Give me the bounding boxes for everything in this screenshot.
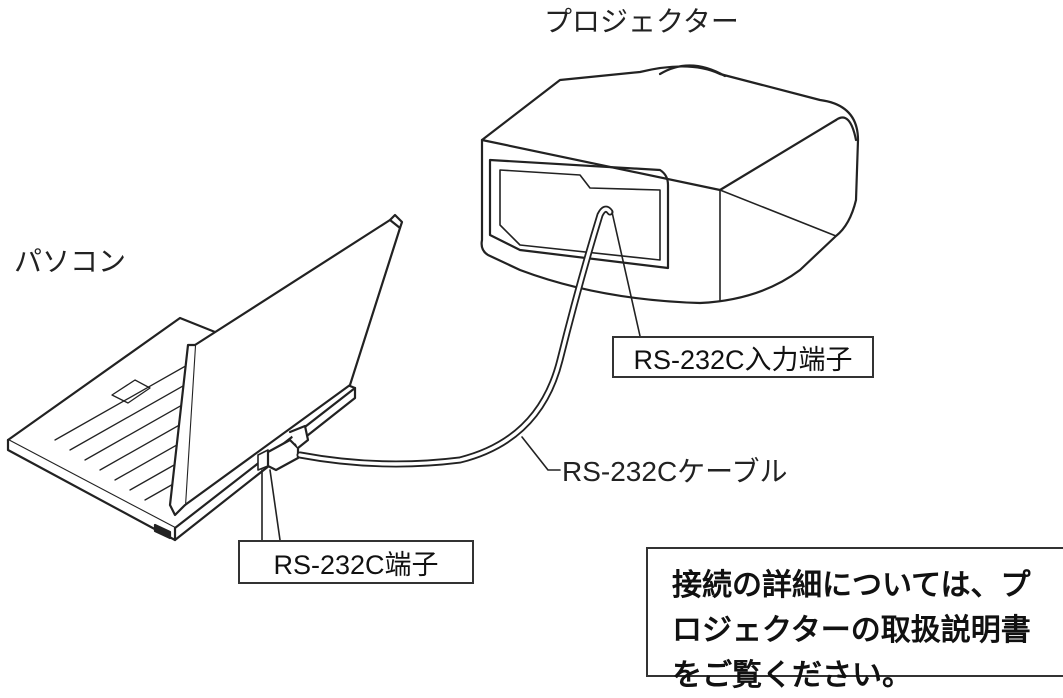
- connection-diagram: [6, 64, 860, 542]
- note-box: 接続の詳細については、プ ロジェクターの取扱説明書 をご覧ください。: [646, 547, 1063, 693]
- note-line-2: ロジェクターの取扱説明書: [672, 613, 1031, 648]
- cable-icon: [296, 205, 614, 468]
- projector-label: プロジェクター: [544, 5, 739, 38]
- projector-port-leader: [611, 211, 641, 337]
- projector-icon: [480, 64, 860, 305]
- note-line-3: をご覧ください。: [672, 658, 912, 693]
- cable-label: RS-232Cケーブル: [562, 456, 788, 487]
- laptop-icon: [6, 213, 404, 542]
- pc-port-leader: [261, 469, 281, 541]
- projector-port-label: RS-232C入力端子: [612, 336, 874, 378]
- cable-leader: [521, 436, 561, 471]
- pc-label: パソコン: [14, 245, 127, 278]
- pc-port-label: RS-232C端子: [238, 540, 474, 584]
- note-line-1: 接続の詳細については、プ: [672, 568, 1031, 603]
